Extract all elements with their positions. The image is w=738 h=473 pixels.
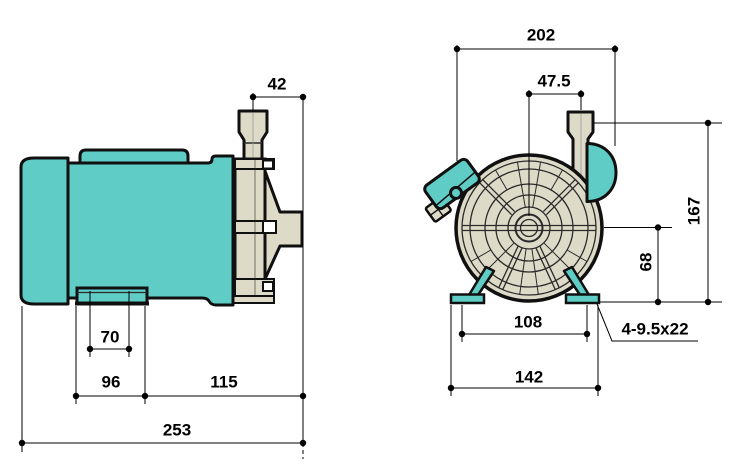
head-bolt-mid <box>262 220 277 234</box>
dim-label-overall-width: 202 <box>526 25 556 45</box>
front-view-volute <box>585 142 618 203</box>
side-view-motor <box>19 148 235 307</box>
dim-label-head-length: 115 <box>210 372 238 392</box>
dim-label-mount-slot-spec: 4-9.5x22 <box>621 319 689 339</box>
head-bolt-bottom <box>262 281 274 292</box>
side-view-end-cap <box>19 156 70 306</box>
front-view <box>423 45 722 396</box>
front-view-mounting-feet <box>449 265 601 305</box>
side-view-top-cover <box>78 148 190 165</box>
dim-label-foot-span: 96 <box>101 372 121 392</box>
dim-label-base-width: 142 <box>514 367 544 387</box>
side-view-pump-head <box>230 157 304 304</box>
side-view <box>18 93 307 459</box>
side-view-inlet-barb <box>237 109 269 161</box>
head-bolt-top <box>262 159 274 170</box>
slot-leader-line <box>596 303 698 342</box>
dim-label-overall-height: 167 <box>684 196 704 226</box>
front-view-terminal-box <box>423 157 481 223</box>
side-view-motor-body <box>66 154 235 307</box>
side-view-foot <box>75 286 149 306</box>
dim-label-foot-slot: 70 <box>100 327 120 347</box>
cable-gland <box>449 185 464 200</box>
dim-label-center-height: 68 <box>636 252 656 272</box>
dim-label-overall-length: 253 <box>162 420 192 440</box>
dim-label-inlet-offset-side: 42 <box>267 74 287 94</box>
front-view-dimensions <box>447 45 722 396</box>
side-view-dimensions <box>18 93 307 459</box>
dim-label-inlet-offset-front: 47.5 <box>537 71 571 91</box>
dim-label-bolt-spacing: 108 <box>513 312 543 332</box>
